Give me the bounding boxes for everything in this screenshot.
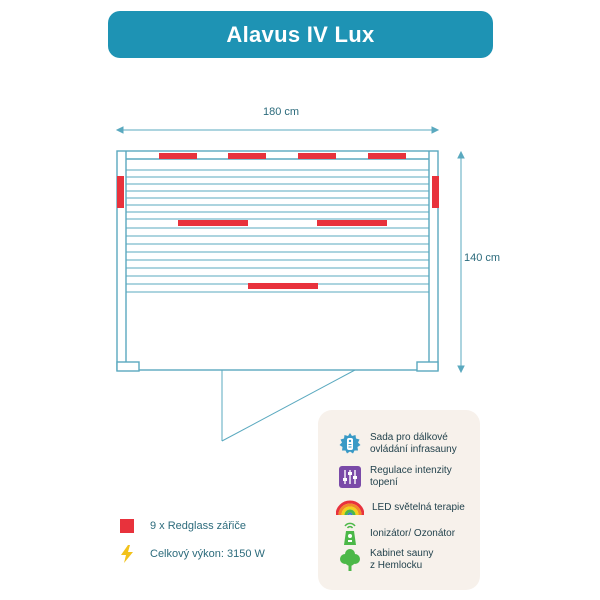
heater-panel <box>159 153 197 159</box>
legend: 9 x Redglass zářiče Celkový výkon: 3150 … <box>120 512 265 568</box>
legend-power: Celkový výkon: 3150 W <box>120 540 265 568</box>
sliders-icon <box>338 465 362 489</box>
feature-ionizer-line1: Ionizátor/ Ozonátor <box>370 528 456 539</box>
legend-heaters: 9 x Redglass zářiče <box>120 512 265 540</box>
feature-intensity-line1: Regulace intenzity <box>370 465 452 476</box>
feature-intensity-line2: topení <box>370 477 398 488</box>
remote-control-icon <box>338 432 362 456</box>
bench-slats <box>126 169 429 293</box>
feature-led-line1: LED světelná terapie <box>372 502 465 513</box>
lightning-icon <box>120 545 134 563</box>
heater-panel <box>178 220 248 226</box>
feature-led: LED světelná terapie <box>336 496 465 520</box>
heater-panel <box>228 153 266 159</box>
feature-ionizer: Ionizátor/ Ozonátor <box>338 522 455 546</box>
door <box>221 369 356 442</box>
legend-heaters-label: 9 x Redglass zářiče <box>150 520 246 532</box>
tree-icon <box>338 548 362 572</box>
depth-label: 140 cm <box>464 252 501 264</box>
heater-panel <box>432 176 439 208</box>
heater-panel <box>317 220 387 226</box>
feature-cabinet-line1: Kabinet sauny <box>370 548 434 559</box>
heaters <box>117 153 439 289</box>
feature-remote-line2: ovládání infrasauny <box>370 444 457 455</box>
feature-cabinet-line2: z Hemlocku <box>370 560 423 571</box>
legend-power-label: Celkový výkon: 3150 W <box>150 548 265 560</box>
heater-swatch-icon <box>120 519 134 533</box>
width-label: 180 cm <box>263 106 300 118</box>
ionizer-icon <box>338 522 362 546</box>
depth-dimension-line <box>457 150 465 374</box>
width-dimension-line <box>115 126 440 134</box>
page-title: Alavus IV Lux <box>226 21 375 47</box>
heater-panel <box>298 153 336 159</box>
heater-panel <box>368 153 406 159</box>
heater-panel <box>248 283 318 289</box>
title-banner: Alavus IV Lux <box>108 11 493 58</box>
feature-remote-line1: Sada pro dálkové <box>370 432 448 443</box>
rainbow-led-icon <box>336 496 364 520</box>
heater-panel <box>117 176 124 208</box>
